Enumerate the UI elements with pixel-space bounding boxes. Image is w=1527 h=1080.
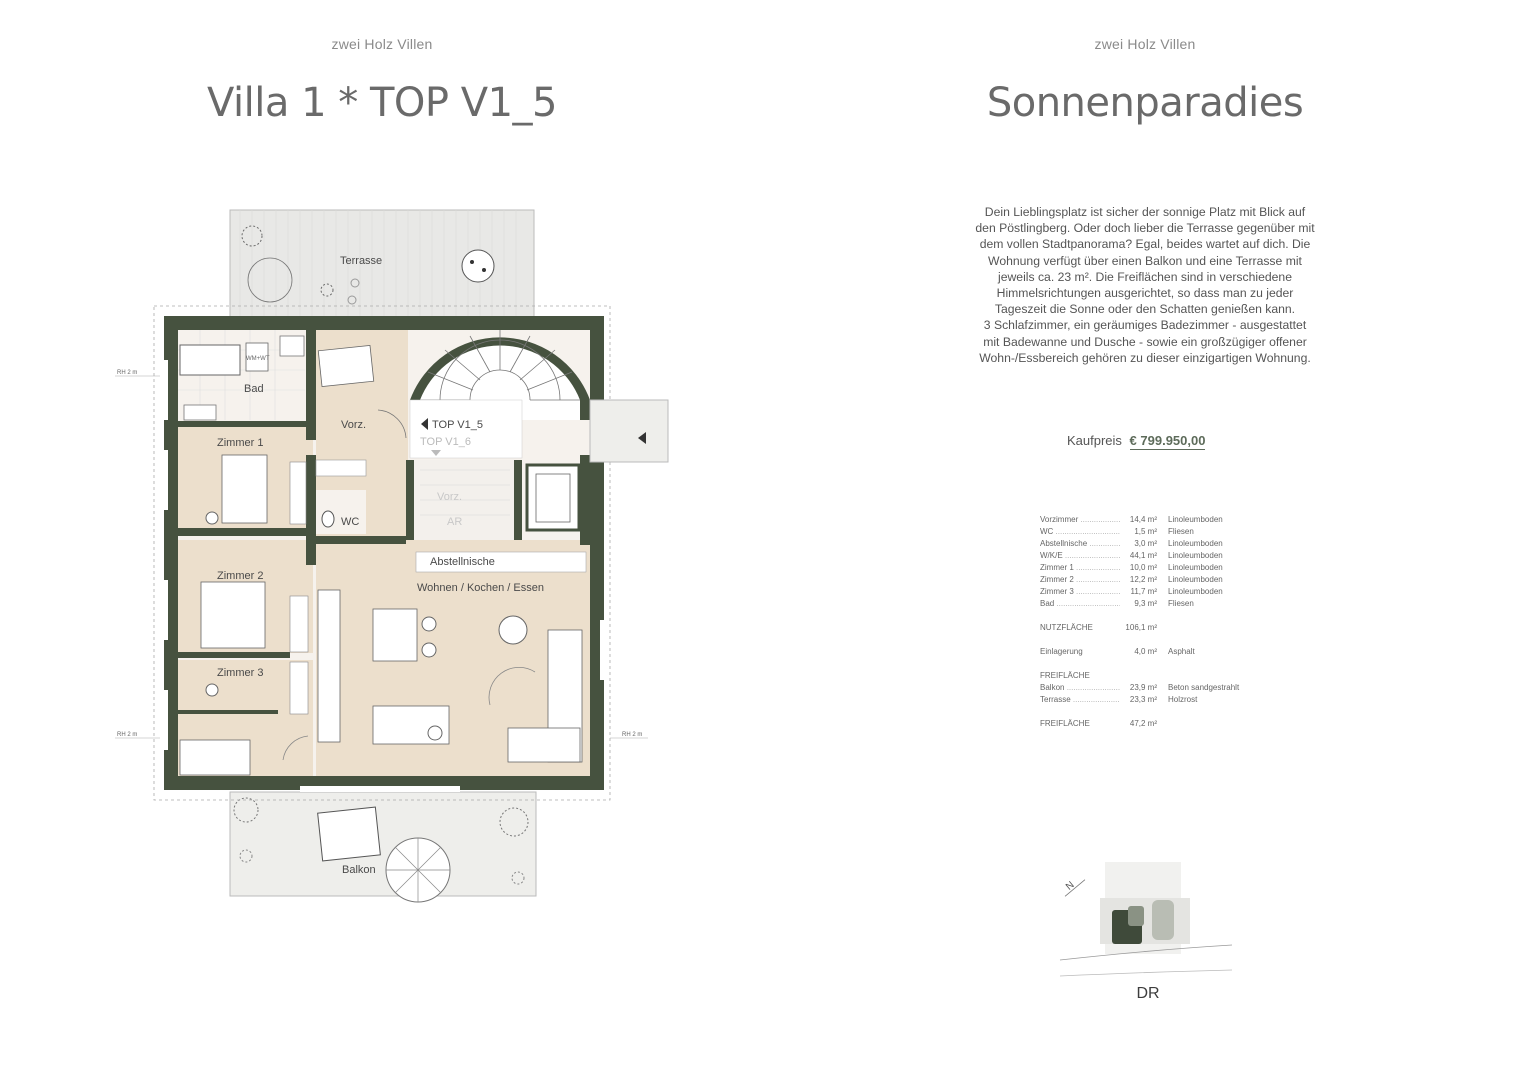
kitchen-island	[372, 608, 418, 662]
unit-title: Villa 1 * TOP V1_5	[207, 80, 557, 126]
room-label-ar: AR	[447, 516, 462, 528]
room-label-zimmer2: Zimmer 2	[217, 570, 263, 582]
balcony-area	[229, 791, 537, 897]
price-amount: € 799.950,00	[1129, 433, 1206, 450]
wm-wt-label: WM+WT	[246, 356, 270, 362]
room-label-abstellnische: Abstellnische	[430, 556, 495, 568]
kitchen-counter	[317, 589, 341, 743]
rh-label-right: RH 2 m	[622, 732, 642, 738]
room-label-bad: Bad	[244, 383, 264, 395]
unit-other-label: TOP V1_6	[420, 436, 471, 448]
price: Kaufpreis € 799.950,00	[1067, 433, 1206, 450]
terrace-table-icon	[461, 249, 495, 283]
rh-label-left-top: RH 2 m	[117, 370, 137, 376]
room-label-vorz: Vorz.	[341, 419, 366, 431]
unit-tagline: Sonnenparadies	[986, 80, 1304, 126]
freiflaeche-header: FREIFLÄCHE	[1040, 671, 1090, 680]
site-minimap: N	[1059, 862, 1233, 977]
brand-right: zwei Holz Villen	[1094, 36, 1196, 52]
bed-zimmer-1	[221, 454, 268, 524]
room-label-vorz-lower: Vorz.	[437, 491, 462, 503]
room-label-wc: WC	[341, 516, 359, 528]
room-label-terrasse: Terrasse	[340, 255, 382, 267]
rh-label-left-bottom: RH 2 m	[117, 732, 137, 738]
room-label-zimmer3: Zimmer 3	[217, 667, 263, 679]
bed-zimmer-3	[179, 739, 251, 776]
room-label-wohnen: Wohnen / Kochen / Essen	[417, 582, 544, 594]
north-label: N	[1064, 880, 1077, 893]
room-label-zimmer1: Zimmer 1	[217, 437, 263, 449]
minimap-label: DR	[1136, 985, 1160, 1002]
description-paragraph-2: 3 Schlafzimmer, ein geräumiges Badezimme…	[979, 318, 1311, 365]
plant-icon	[241, 225, 263, 247]
room-label-balkon: Balkon	[342, 864, 376, 876]
description: Dein Lieblingsplatz ist sicher der sonni…	[975, 204, 1315, 366]
brand-left: zwei Holz Villen	[331, 36, 433, 52]
toilet-icon	[321, 510, 335, 528]
bathtub-icon	[179, 344, 241, 376]
price-label: Kaufpreis	[1067, 433, 1122, 448]
entrance-arrow-icon	[638, 432, 646, 444]
unit-current-label: TOP V1_5	[432, 419, 483, 431]
floor-plan: Terrasse Balkon WM+WT Bad	[115, 209, 669, 903]
description-paragraph-1: Dein Lieblingsplatz ist sicher der sonni…	[975, 205, 1315, 317]
bed-zimmer-2	[200, 581, 266, 649]
villa-2-marker	[1152, 900, 1174, 940]
